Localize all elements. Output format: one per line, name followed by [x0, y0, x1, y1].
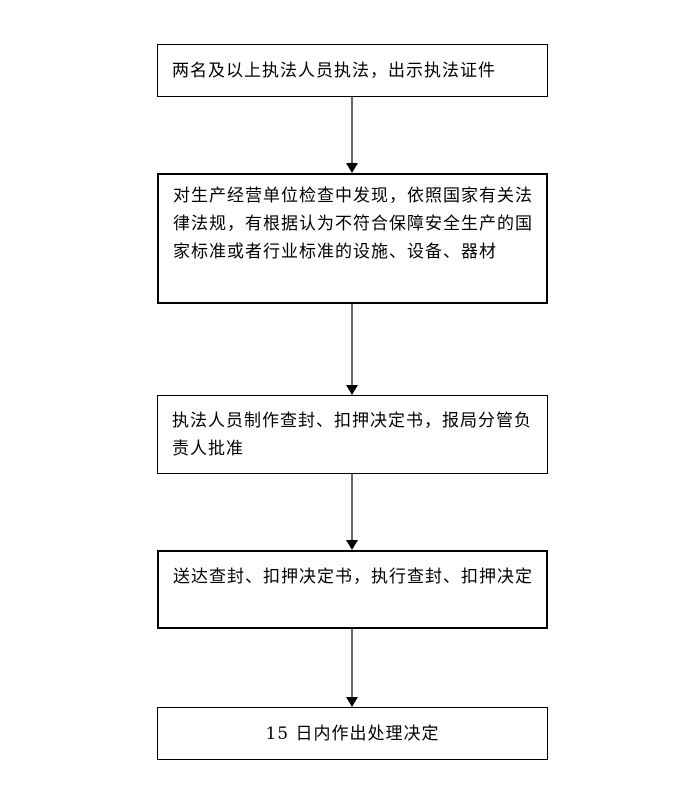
flow-step-3: 执法人员制作查封、扣押决定书，报局分管负责人批准	[157, 395, 548, 474]
flow-step-2: 对生产经营单位检查中发现，依照国家有关法律法规，有根据认为不符合保障安全生产的国…	[157, 173, 548, 304]
flow-step-4: 送达查封、扣押决定书，执行查封、扣押决定	[157, 550, 548, 629]
flow-step-5-text: 15 日内作出处理决定	[265, 724, 440, 744]
flow-step-5: 15 日内作出处理决定	[157, 707, 548, 760]
flow-step-2-text: 对生产经营单位检查中发现，依照国家有关法律法规，有根据认为不符合保障安全生产的国…	[173, 186, 533, 262]
flow-step-1: 两名及以上执法人员执法，出示执法证件	[157, 44, 548, 97]
flow-step-3-text: 执法人员制作查封、扣押决定书，报局分管负责人批准	[172, 411, 532, 459]
flow-step-1-text: 两名及以上执法人员执法，出示执法证件	[172, 61, 496, 81]
flow-step-4-text: 送达查封、扣押决定书，执行查封、扣押决定	[173, 567, 533, 587]
